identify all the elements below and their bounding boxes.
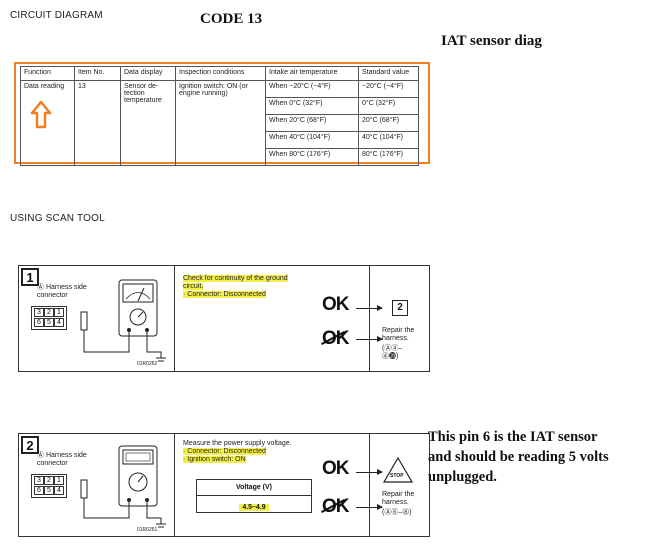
- function-cell: Data reading: [20, 80, 75, 166]
- not-ok-icon: OK: [321, 328, 650, 350]
- pin: 2: [44, 476, 54, 485]
- repair-text: Repair the harness.: [382, 491, 415, 506]
- col-function: Function: [20, 66, 75, 81]
- table-row: When 80°C (176°F) 80°C (176°F): [21, 148, 419, 166]
- standard-value-cell: 0°C (32°F): [358, 97, 419, 115]
- voltage-header: Voltage (V): [197, 480, 311, 496]
- intake-temp-cell: When −20°C (−4°F): [265, 80, 359, 98]
- pin: 3: [34, 308, 44, 317]
- instruction-text: Check for continuity of the ground: [183, 275, 288, 282]
- stop-label: STOP: [390, 473, 404, 479]
- pin: 6: [34, 486, 44, 495]
- instruction-text: · Connector: Disconnected: [183, 291, 266, 298]
- step-1-instructions: Check for continuity of the ground circu…: [183, 275, 323, 299]
- arrow-right-icon: [356, 305, 383, 311]
- pin: 1: [54, 308, 64, 317]
- step-1-box: 1 Ⓐ Harness side connector 3 2 1 6 5 4 0…: [18, 265, 430, 372]
- instruction-text: circuit.: [183, 283, 204, 290]
- scan-tool-heading: USING SCAN TOOL: [10, 213, 105, 224]
- connector-label: Ⓐ Harness side connector: [37, 452, 87, 467]
- standard-value-cell: −20°C (−4°F): [358, 80, 419, 98]
- voltage-table: Voltage (V) 4.5–4.9: [196, 479, 312, 513]
- step-2-box: 2 Ⓐ Harness side connector 3 2 1 6 5 4 0…: [18, 433, 430, 537]
- pin: 4: [54, 486, 64, 495]
- step-number: 2: [21, 436, 39, 454]
- col-standard-value: Standard value: [358, 66, 419, 81]
- figure-code: 01R0262: [137, 361, 158, 367]
- analog-multimeter-icon: [80, 279, 166, 362]
- iat-title: IAT sensor diag: [441, 33, 542, 49]
- repair-reference: (Ⓐ④– ⓸⓴): [382, 345, 403, 360]
- pin: 3: [34, 476, 44, 485]
- repair-reference: (Ⓐ⑥–⓼): [382, 509, 412, 516]
- circuit-diagram-heading: CIRCUIT DIAGRAM: [10, 10, 103, 21]
- instruction-text: · Ignition switch: ON: [183, 456, 246, 463]
- ok-icon: OK: [322, 458, 349, 479]
- standard-value-cell: 20°C (68°F): [358, 114, 419, 132]
- repair-text: Repair the harness.: [382, 327, 415, 342]
- annotation-note: This pin 6 is the IAT sensor and should …: [428, 429, 609, 485]
- divider: [174, 266, 175, 371]
- table-row: When 20°C (68°F) 20°C (68°F): [21, 114, 419, 132]
- connector-diagram: 3 2 1 6 5 4: [31, 474, 67, 498]
- ok-icon: OK: [322, 294, 349, 315]
- intake-temp-cell: When 40°C (104°F): [265, 131, 359, 149]
- data-reading-table: Function Item No. Data display Inspectio…: [20, 66, 419, 166]
- up-arrow-icon: [30, 100, 52, 129]
- col-item-no: Item No.: [74, 66, 121, 81]
- voltage-value: 4.5–4.9: [239, 504, 269, 511]
- pin: 2: [44, 308, 54, 317]
- item-no-cell: 13: [74, 80, 121, 166]
- function-value: Data reading: [24, 83, 65, 90]
- instruction-text: · Connector: Disconnected: [183, 448, 266, 455]
- pin: 5: [44, 318, 54, 327]
- digital-multimeter-icon: [80, 445, 166, 528]
- col-intake-temp: Intake air temperature: [265, 66, 359, 81]
- intake-temp-cell: When 0°C (32°F): [265, 97, 359, 115]
- table-row: When 40°C (104°F) 40°C (104°F): [21, 131, 419, 149]
- inspection-cell: Ignition switch: ON (or engine running): [175, 80, 266, 166]
- standard-value-cell: 80°C (176°F): [358, 148, 419, 166]
- not-ok-icon: OK: [321, 496, 650, 518]
- intake-temp-cell: When 20°C (68°F): [265, 114, 359, 132]
- intake-temp-cell: When 80°C (176°F): [265, 148, 359, 166]
- data-display-cell: Sensor de- tection temperature: [120, 80, 176, 166]
- divider: [174, 434, 175, 536]
- divider: [369, 266, 370, 371]
- step-number: 1: [21, 268, 39, 286]
- figure-code: 01R0261: [137, 527, 158, 533]
- divider: [369, 434, 370, 536]
- col-inspection: Inspection conditions: [175, 66, 266, 81]
- arrow-right-icon: [356, 504, 383, 510]
- col-data-display: Data display: [120, 66, 176, 81]
- step-2-instructions: Measure the power supply voltage. · Conn…: [183, 440, 363, 464]
- arrow-right-icon: [356, 336, 383, 342]
- connector-diagram: 3 2 1 6 5 4: [31, 306, 67, 330]
- table-row: Data reading 13 Sensor de- tection tempe…: [20, 80, 419, 166]
- table-header-row: Function Item No. Data display Inspectio…: [20, 66, 419, 81]
- pin: 6: [34, 318, 44, 327]
- connector-label: Ⓐ Harness side connector: [37, 284, 87, 299]
- next-step-box: 2: [392, 300, 408, 316]
- stop-triangle-icon: [382, 456, 414, 483]
- standard-value-cell: 40°C (104°F): [358, 131, 419, 149]
- pin: 1: [54, 476, 64, 485]
- code-heading: CODE 13: [200, 11, 263, 27]
- pin: 5: [44, 486, 54, 495]
- instruction-text: Measure the power supply voltage.: [183, 440, 292, 447]
- arrow-right-icon: [356, 469, 383, 475]
- pin: 4: [54, 318, 64, 327]
